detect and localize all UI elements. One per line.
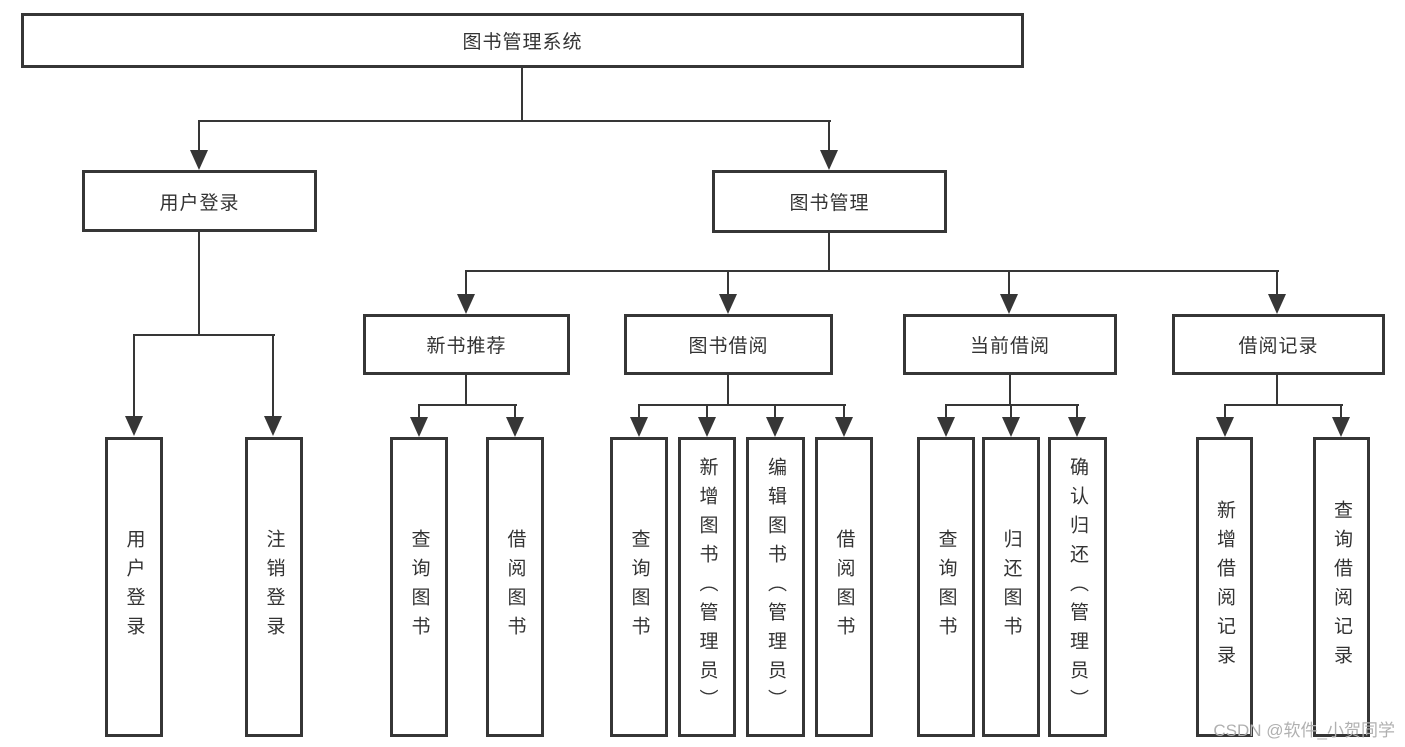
leaf-confirm-return-admin: 确认归还（管理员） [1048, 437, 1107, 737]
node-user-login: 用户登录 [82, 170, 317, 232]
connector-line [828, 233, 830, 272]
connector-line [418, 404, 420, 418]
arrow-down-icon [1268, 294, 1286, 314]
arrow-down-icon [698, 417, 716, 437]
arrow-down-icon [719, 294, 737, 314]
arrow-down-icon [1332, 417, 1350, 437]
leaf-label: 新增图书（管理员） [696, 456, 718, 718]
connector-line [828, 120, 830, 152]
connector-line [1008, 270, 1010, 295]
connector-line [727, 270, 729, 295]
connector-line [418, 404, 517, 406]
arrow-down-icon [125, 416, 143, 436]
node-root-system: 图书管理系统 [21, 13, 1024, 68]
connector-line [465, 270, 467, 295]
connector-line [945, 404, 1079, 406]
arrow-down-icon [457, 294, 475, 314]
connector-line [198, 120, 200, 152]
connector-line [727, 375, 729, 406]
leaf-query-books: 查询图书 [917, 437, 975, 737]
node-book-management: 图书管理 [712, 170, 947, 233]
leaf-logout: 注销登录 [245, 437, 303, 737]
leaf-query-books: 查询图书 [390, 437, 448, 737]
node-label: 用户登录 [159, 192, 240, 214]
leaf-label: 编辑图书（管理员） [765, 456, 786, 718]
arrow-down-icon [1002, 417, 1020, 437]
connector-line [1276, 375, 1278, 406]
leaf-edit-books-admin: 编辑图书（管理员） [746, 437, 805, 737]
leaf-query-borrow-record: 查询借阅记录 [1313, 437, 1370, 737]
arrow-down-icon [766, 417, 784, 437]
leaf-query-books: 查询图书 [610, 437, 668, 737]
arrow-down-icon [630, 417, 648, 437]
leaf-add-books-admin: 新增图书（管理员） [678, 437, 736, 737]
connector-line [638, 404, 846, 406]
leaf-user-login: 用户登录 [105, 437, 163, 737]
connector-line [945, 404, 947, 418]
leaf-borrow-books: 借阅图书 [486, 437, 544, 737]
arrow-down-icon [1068, 417, 1086, 437]
node-label: 图书借阅 [688, 336, 769, 357]
arrow-down-icon [410, 417, 428, 437]
connector-line [133, 334, 275, 336]
connector-line [514, 404, 516, 418]
connector-line [1224, 404, 1226, 418]
connector-line [521, 68, 523, 122]
connector-line [774, 404, 776, 418]
leaf-label: 查询图书 [408, 529, 430, 645]
connector-line [1076, 404, 1078, 418]
csdn-watermark: CSDN @软件_小贺同学 [1213, 721, 1395, 740]
arrow-down-icon [190, 150, 208, 170]
connector-line [272, 334, 274, 417]
leaf-label: 借阅图书 [504, 529, 526, 645]
leaf-label: 查询图书 [935, 529, 957, 645]
leaf-add-borrow-record: 新增借阅记录 [1196, 437, 1253, 737]
node-borrowing-records: 借阅记录 [1172, 314, 1385, 375]
arrow-down-icon [937, 417, 955, 437]
leaf-label: 借阅图书 [833, 529, 855, 645]
node-label: 新书推荐 [426, 336, 507, 357]
node-current-borrowing: 当前借阅 [903, 314, 1117, 375]
connector-line [198, 120, 831, 122]
leaf-label: 注销登录 [263, 529, 285, 645]
node-label: 借阅记录 [1238, 336, 1319, 357]
connector-line [843, 404, 845, 418]
node-book-borrowing: 图书借阅 [624, 314, 833, 375]
connector-line [1340, 404, 1342, 418]
arrow-down-icon [835, 417, 853, 437]
leaf-return-books: 归还图书 [982, 437, 1040, 737]
node-new-book-recommend: 新书推荐 [363, 314, 570, 375]
connector-line [465, 375, 467, 406]
connector-line [133, 334, 135, 417]
leaf-label: 确认归还（管理员） [1067, 456, 1088, 718]
connector-line [465, 270, 1279, 272]
arrow-down-icon [264, 416, 282, 436]
connector-line [1224, 404, 1343, 406]
arrow-down-icon [820, 150, 838, 170]
connector-line [638, 404, 640, 418]
connector-line [1276, 270, 1278, 295]
node-label: 当前借阅 [969, 336, 1050, 357]
arrow-down-icon [1000, 294, 1018, 314]
leaf-label: 查询借阅记录 [1331, 500, 1352, 674]
node-label: 图书管理 [789, 193, 870, 214]
arrow-down-icon [506, 417, 524, 437]
node-label: 图书管理系统 [462, 32, 583, 53]
leaf-label: 查询图书 [628, 529, 650, 645]
leaf-label: 归还图书 [1000, 529, 1022, 645]
leaf-borrow-books: 借阅图书 [815, 437, 873, 737]
connector-line [1009, 375, 1011, 406]
connector-line [198, 232, 200, 336]
connector-line [706, 404, 708, 418]
leaf-label: 用户登录 [123, 529, 145, 645]
connector-line [1010, 404, 1012, 418]
leaf-label: 新增借阅记录 [1214, 500, 1235, 674]
arrow-down-icon [1216, 417, 1234, 437]
